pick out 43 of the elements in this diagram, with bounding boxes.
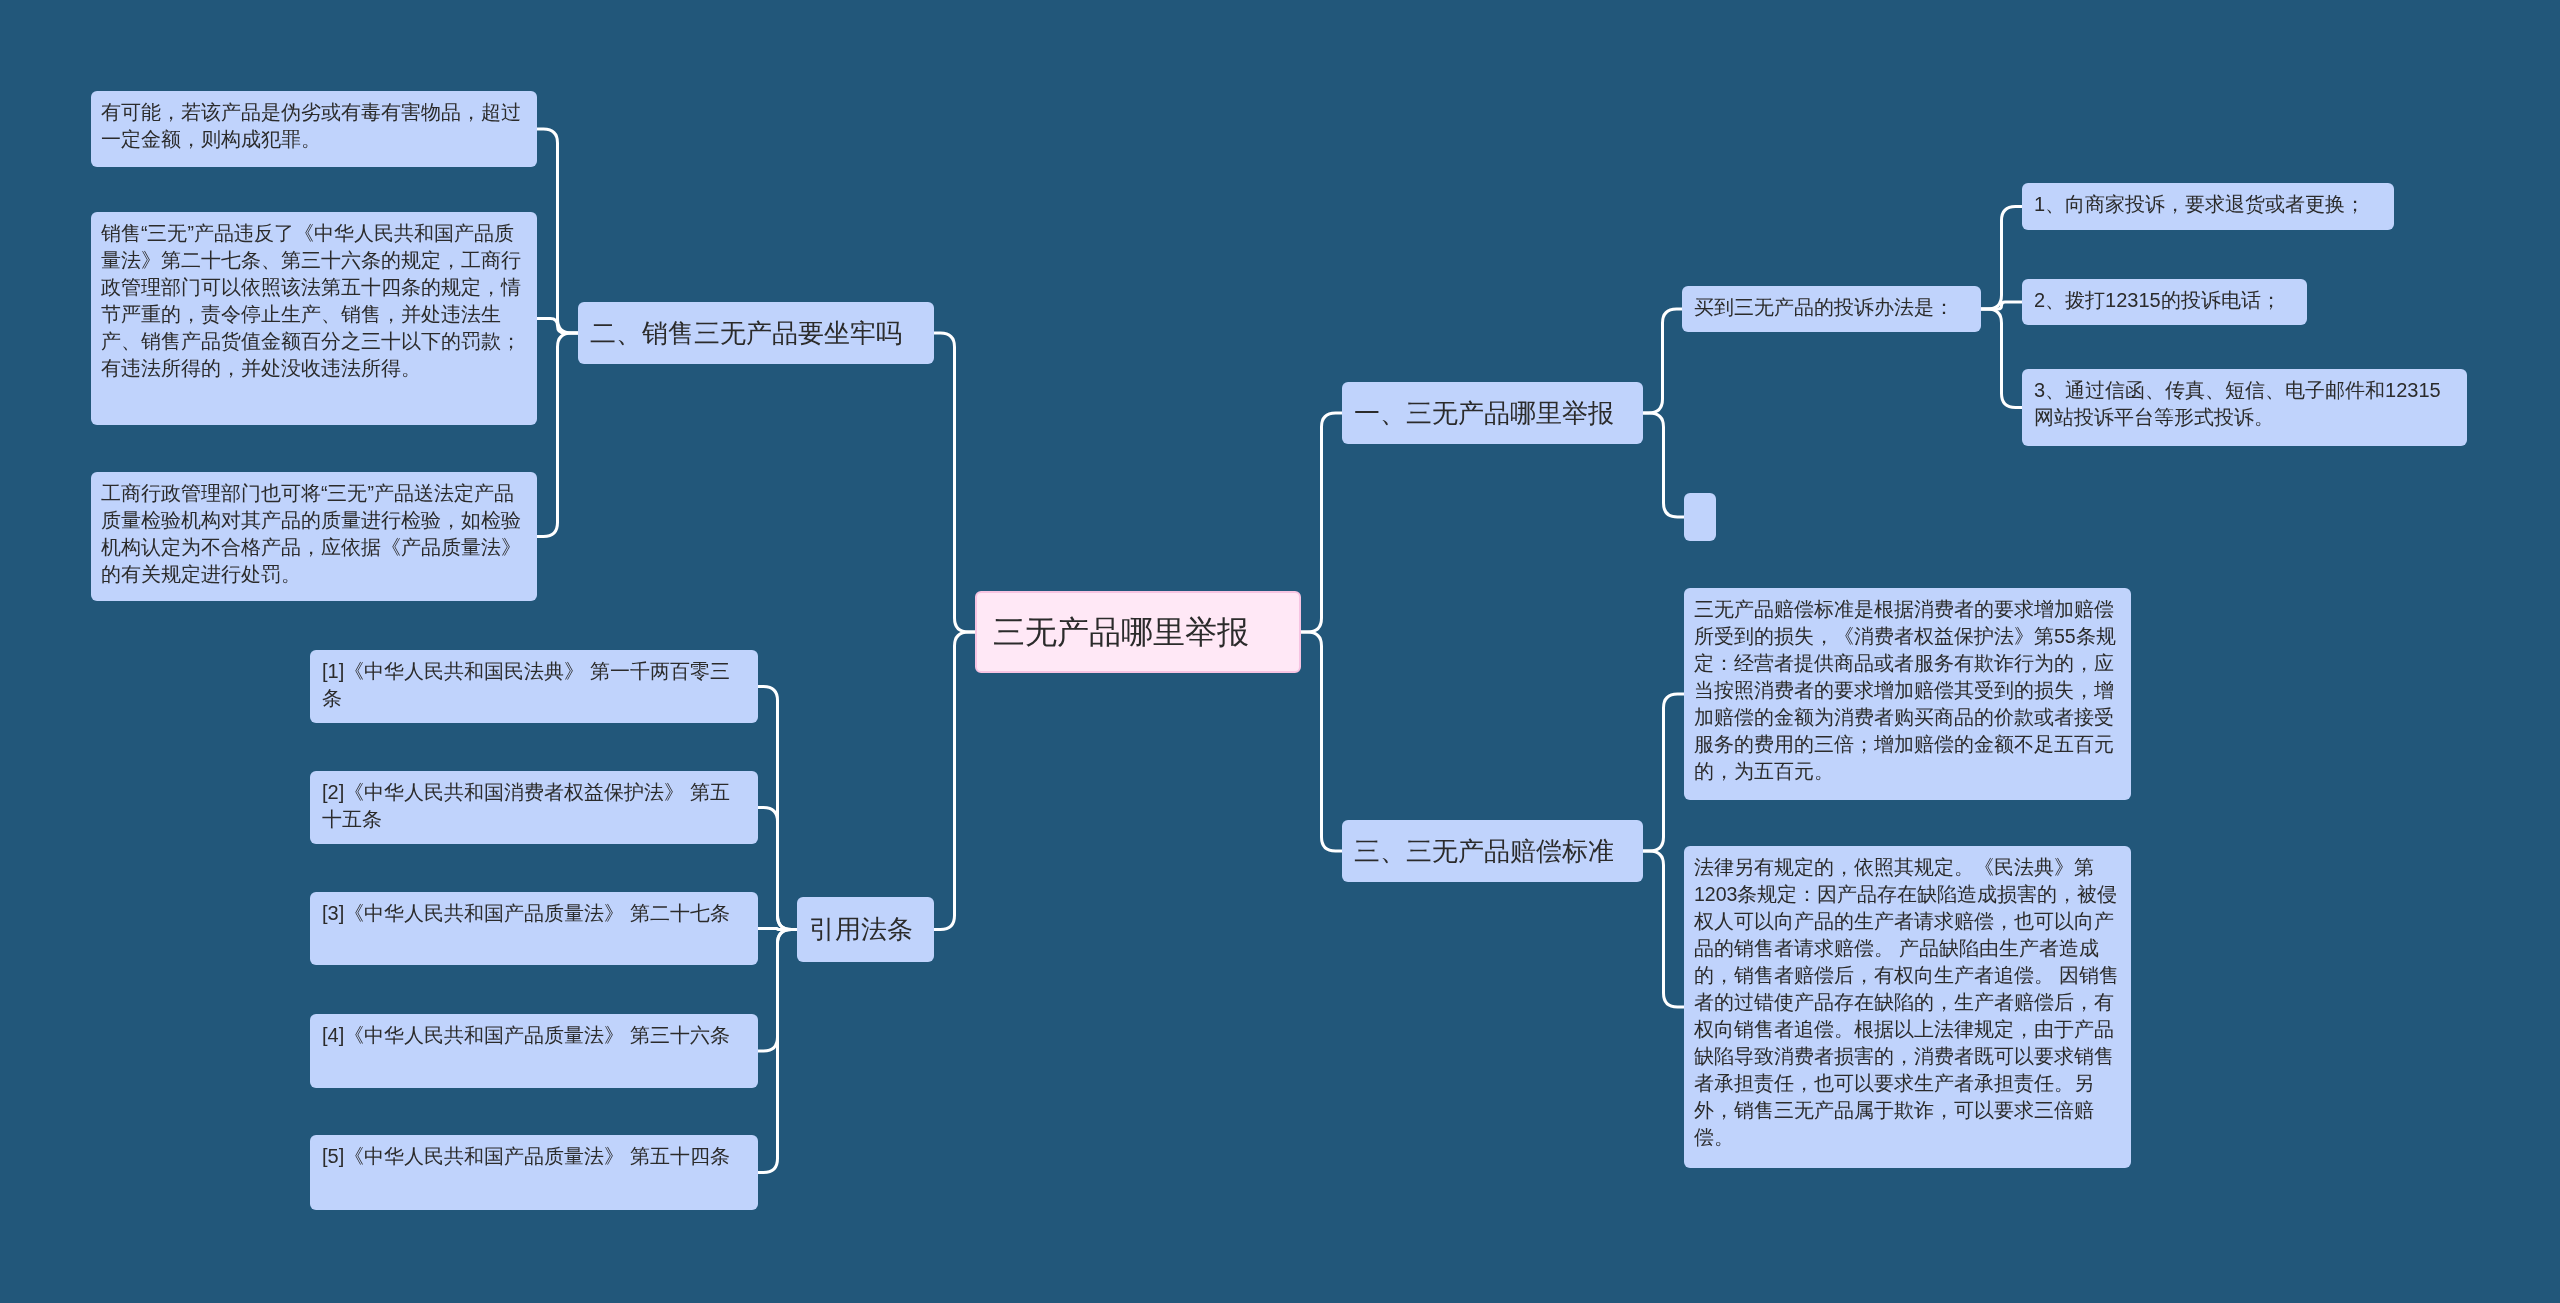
topic-text: [2]《中华人民共和国消费者权益保护法》 第五十五条 xyxy=(322,780,731,832)
subtopic-box xyxy=(2022,183,2394,230)
branch-topic-box xyxy=(578,302,934,364)
note-box xyxy=(91,472,537,601)
central-topic-box xyxy=(975,591,1301,673)
subtopic-box xyxy=(310,650,758,723)
branch-topic-box xyxy=(1342,820,1643,882)
topic-text: 法律另有规定的，依照其规定。《民法典》第1203条规定：因产品存在缺陷造成损害的，被侵权人可以向产品的生产者请求赔偿，也可以向产品的销售者请求赔偿。 产品缺陷由生产者造成的，销售者赔偿后，有权向生产者追偿。 因销售者的过错使产品存在缺陷的，生产者赔偿后，有权向销售者追偿。根据以上法律规定，由于产品缺陷导致消费者损害的，消费者既可以要求销售者承担责任，也可以要求生产者承担责任。另外，销售三无产品属于欺诈，可以要求三倍赔偿。 xyxy=(1694,855,2121,1150)
subtopic-box xyxy=(310,892,758,965)
branch-topic-box xyxy=(1342,382,1643,444)
topic-text: 3、通过信函、传真、短信、电子邮件和12315网站投诉平台等形式投诉。 xyxy=(2034,378,2442,430)
subtopic-box xyxy=(310,1135,758,1210)
note-box xyxy=(1684,588,2131,800)
empty-topic-box xyxy=(1684,493,1716,541)
topic-text: 三、三无产品赔偿标准 xyxy=(1354,834,1615,868)
subtopic-box xyxy=(310,771,758,844)
topic-text: 三无产品哪里举报 xyxy=(993,613,1250,652)
topic-text: 有可能，若该产品是伪劣或有毒有害物品，超过一定金额，则构成犯罪。 xyxy=(101,100,522,152)
topic-text: 工商行政管理部门也可将“三无”产品送法定产品质量检验机构对其产品的质量进行检验，如检验机构认定为不合格产品，应依据《产品质量法》的有关规定进行处罚。 xyxy=(101,481,522,587)
subtopic-box xyxy=(1682,286,1981,332)
topic-text: 2、拨打12315的投诉电话； xyxy=(2034,288,2282,313)
subtopic-box xyxy=(310,1014,758,1088)
connector-line xyxy=(934,630,975,931)
topic-text: 三无产品赔偿标准是根据消费者的要求增加赔偿所受到的损失，《消费者权益保护法》第55条规定：经营者提供商品或者服务有欺诈行为的，应当按照消费者的要求增加赔偿其受到的损失，增加赔偿的金额为消费者购买商品的价款或者接受服务的费用的三倍；增加赔偿的金额不足五百元的，为五百元。 xyxy=(1694,597,2117,784)
topic-text: 销售“三无”产品违反了《中华人民共和国产品质量法》第二十七条、第三十六条的规定，工商行政管理部门可以依照该法第五十四条的规定，情节严重的，责令停止生产、销售，并处违法生产、销售产品货值金额百分之三十以下的罚款；有违法所得的，并处没收违法所得。 xyxy=(101,221,522,381)
note-box xyxy=(91,91,537,167)
topic-text: [5]《中华人民共和国产品质量法》 第五十四条 xyxy=(322,1144,731,1169)
connector-line xyxy=(537,331,578,538)
topic-text: [1]《中华人民共和国民法典》 第一千两百零三条 xyxy=(322,659,731,711)
connector-line xyxy=(1643,849,1684,1009)
subtopic-box xyxy=(2022,279,2307,325)
connector-line xyxy=(1301,630,1342,853)
topic-text: 买到三无产品的投诉办法是： xyxy=(1694,295,1955,320)
subtopic-box xyxy=(2022,369,2467,446)
topic-text: [3]《中华人民共和国产品质量法》 第二十七条 xyxy=(322,901,731,926)
topic-text: 1、向商家投诉，要求退货或者更换； xyxy=(2034,192,2367,217)
branch-topic-box xyxy=(797,897,934,962)
topic-text: [4]《中华人民共和国产品质量法》 第三十六条 xyxy=(322,1023,731,1048)
note-box xyxy=(91,212,537,425)
topic-text: 二、销售三无产品要坐牢吗 xyxy=(590,316,903,350)
topic-text: 引用法条 xyxy=(809,913,914,946)
topic-text: 一、三无产品哪里举报 xyxy=(1354,396,1615,430)
connector-line xyxy=(1981,307,2022,409)
